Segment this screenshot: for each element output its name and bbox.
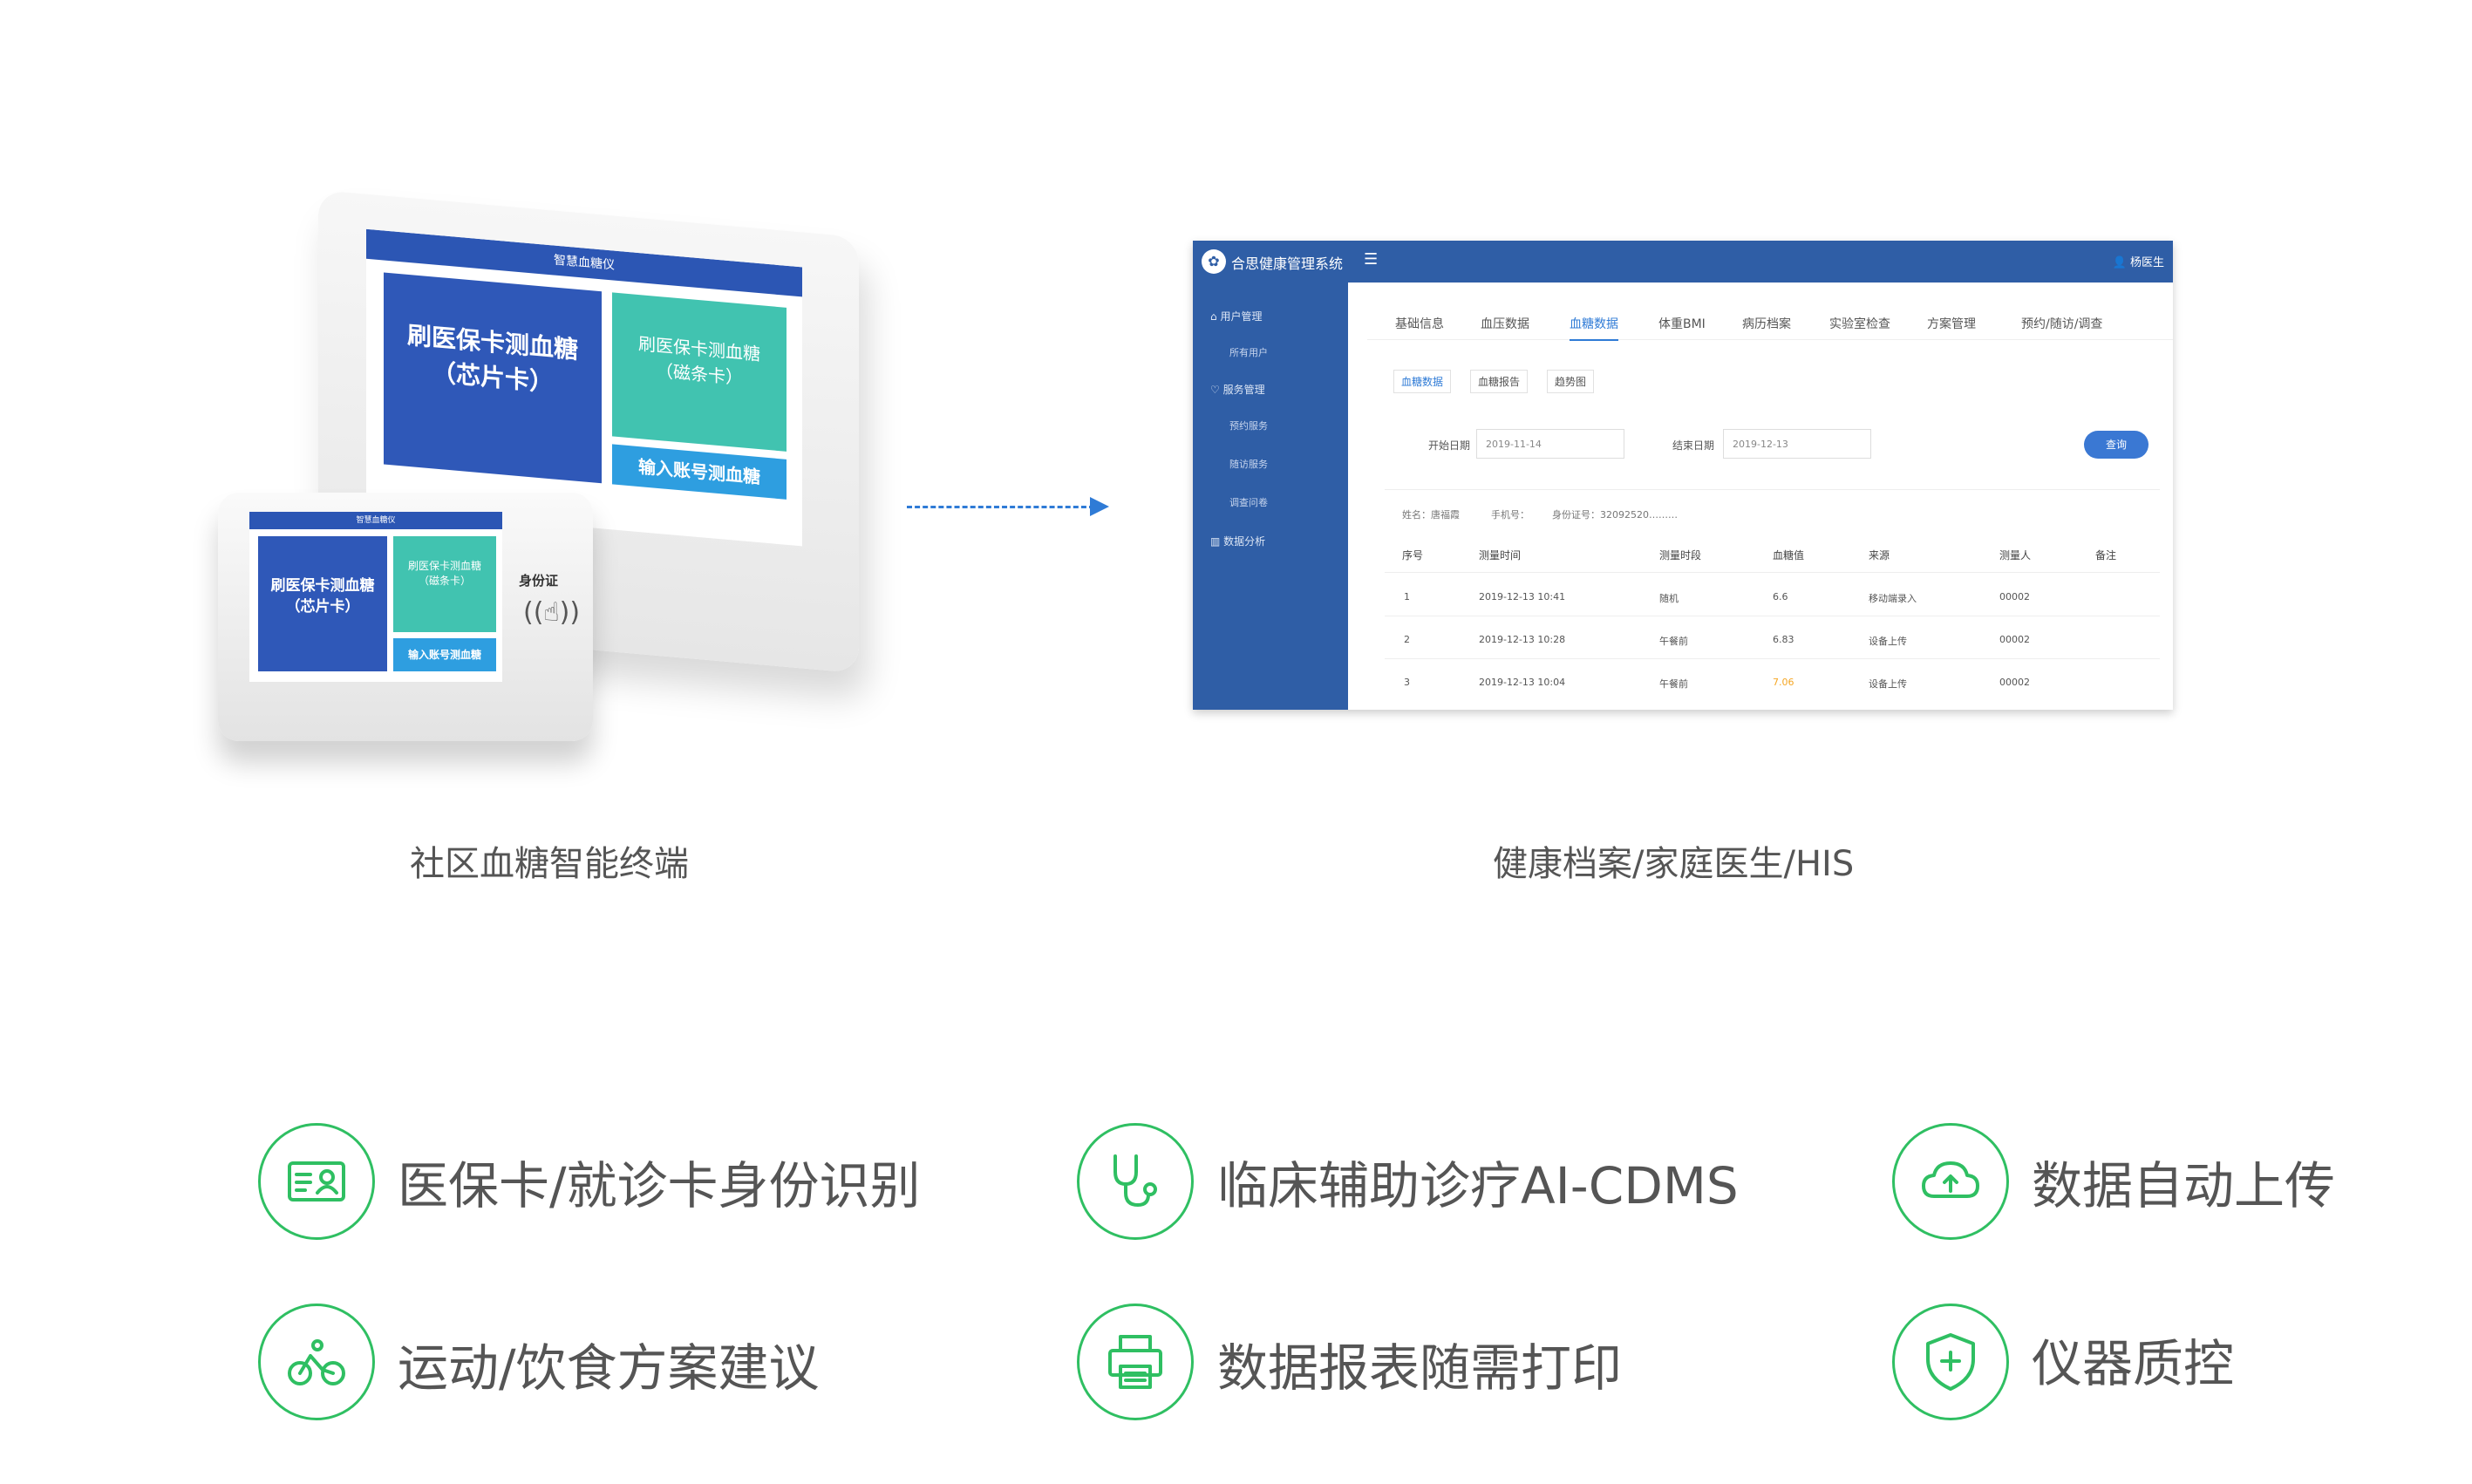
table-cell: 6.6 — [1773, 591, 1788, 602]
table-cell: 设备上传 — [1869, 636, 1907, 647]
table-cell: 午餐前 — [1659, 678, 1688, 690]
table-cell: 1 — [1404, 591, 1410, 602]
sidebar-label: 数据分析 — [1223, 535, 1266, 548]
sidebar-sub-all-users[interactable]: 所有用户 — [1229, 347, 1268, 358]
id-card-icon — [258, 1123, 375, 1240]
sidebar-sub-survey[interactable]: 调查问卷 — [1229, 497, 1268, 508]
table-cell: 6.83 — [1773, 634, 1794, 645]
table-cell: 移动端录入 — [1869, 593, 1917, 604]
sidebar-item-data-analysis[interactable]: ▥ 数据分析 — [1210, 535, 1266, 548]
app-logo-icon: ✿ — [1202, 249, 1226, 274]
table-cell-highlight: 7.06 — [1773, 677, 1794, 688]
menu-icon[interactable]: ☰ — [1364, 250, 1379, 269]
tab-blood-pressure[interactable]: 血压数据 — [1481, 317, 1529, 331]
col-header-period: 测量时段 — [1659, 549, 1702, 562]
end-date-label: 结束日期 — [1672, 439, 1715, 452]
col-header-time: 测量时间 — [1479, 549, 1522, 562]
id-card-label: 身份证 — [519, 573, 559, 589]
table-cell: 00002 — [1999, 677, 2030, 688]
tile-account: 输入账号测血糖 — [612, 444, 787, 500]
tab-blood-glucose[interactable]: 血糖数据 — [1570, 315, 1618, 341]
table-cell: 3 — [1404, 677, 1410, 688]
small-tile-mag-line2: （磁条卡） — [418, 575, 471, 587]
main-tabs: 基础信息 血压数据 血糖数据 体重BMI 病历档案 实验室检查 方案管理 预约/… — [1367, 315, 2173, 341]
sidebar-sub-appointment[interactable]: 预约服务 — [1229, 420, 1268, 432]
bicycle-icon — [258, 1304, 375, 1420]
flow-arrow-line — [907, 506, 1094, 508]
tab-plan-management[interactable]: 方案管理 — [1927, 317, 1976, 331]
his-header: ✿ 合思健康管理系统 ☰ 👤 杨医生 — [1193, 241, 2173, 283]
col-header-glucose: 血糖值 — [1773, 549, 1805, 562]
table-cell: 随机 — [1659, 593, 1679, 604]
app-title: 合思健康管理系统 — [1231, 255, 1344, 272]
table-cell: 2 — [1404, 634, 1410, 645]
small-screen-title: 智慧血糖仪 — [249, 512, 502, 529]
table-cell: 设备上传 — [1869, 678, 1907, 690]
divider — [1385, 572, 2160, 573]
subtab-glucose-data[interactable]: 血糖数据 — [1393, 370, 1452, 393]
query-button[interactable]: 查询 — [2084, 431, 2149, 459]
tab-weight-bmi[interactable]: 体重BMI — [1658, 317, 1706, 331]
table-cell: 00002 — [1999, 591, 2030, 602]
tile-magnetic-card: 刷医保卡测血糖 （磁条卡） — [612, 292, 787, 452]
subtab-trend-chart[interactable]: 趋势图 — [1547, 370, 1595, 393]
sidebar-sub-followup[interactable]: 随访服务 — [1229, 459, 1268, 470]
col-header-index: 序号 — [1402, 549, 1424, 562]
table-cell: 2019-12-13 10:04 — [1479, 677, 1566, 688]
col-header-source: 来源 — [1869, 549, 1890, 562]
start-date-label: 开始日期 — [1428, 439, 1471, 452]
stethoscope-icon — [1077, 1123, 1194, 1240]
tile-chip-card: 刷医保卡测血糖 （芯片卡） — [384, 272, 602, 484]
small-tile-chip-card: 刷医保卡测血糖 （芯片卡） — [258, 536, 387, 671]
small-tile-mag-line1: 刷医保卡测血糖 — [407, 560, 481, 572]
user-name: 杨医生 — [2129, 256, 2164, 269]
divider — [1385, 489, 2160, 490]
feature-label: 数据自动上传 — [2032, 1156, 2336, 1215]
arrow-right-icon — [1090, 497, 1109, 516]
tab-basic-info[interactable]: 基础信息 — [1395, 317, 1444, 331]
table-cell: 00002 — [1999, 634, 2030, 645]
tab-lab-tests[interactable]: 实验室检查 — [1829, 317, 1890, 331]
table-cell: 2019-12-13 10:28 — [1479, 634, 1566, 645]
patient-name: 姓名：唐福霞 — [1402, 509, 1460, 521]
feature-label: 医保卡/就诊卡身份识别 — [398, 1156, 921, 1215]
end-date-input[interactable]: 2019-12-13 — [1723, 429, 1871, 459]
feature-label: 仪器质控 — [2032, 1334, 2235, 1393]
feature-label: 数据报表随需打印 — [1217, 1338, 1623, 1398]
terminal-caption: 社区血糖智能终端 — [410, 844, 689, 884]
start-date-input[interactable]: 2019-11-14 — [1476, 429, 1624, 459]
user-icon: 👤 — [2112, 256, 2127, 269]
subtab-glucose-report[interactable]: 血糖报告 — [1470, 370, 1529, 393]
user-menu[interactable]: 👤 杨医生 — [2113, 253, 2164, 269]
divider — [1385, 658, 2160, 659]
sidebar-item-user-management[interactable]: ⌂ 用户管理 — [1210, 310, 1263, 323]
printer-icon — [1077, 1304, 1194, 1420]
small-tablet-terminal: 智慧血糖仪 刷医保卡测血糖 （芯片卡） 刷医保卡测血糖 （磁条卡） 输入账号测血… — [218, 493, 593, 741]
nfc-icon: ((☝)) — [523, 597, 581, 628]
tab-appointment-followup[interactable]: 预约/随访/调查 — [2021, 317, 2103, 331]
table-cell: 午餐前 — [1659, 636, 1688, 647]
table-cell: 2019-12-13 10:41 — [1479, 591, 1566, 602]
sidebar: ⌂ 用户管理 所有用户 ♡ 服务管理 预约服务 随访服务 调查问卷 ▥ 数据分析 — [1193, 283, 1348, 710]
patient-id: 身份证号：32092520……… — [1552, 509, 1678, 521]
feature-label: 运动/饮食方案建议 — [398, 1338, 820, 1398]
col-header-measurer: 测量人 — [1999, 549, 2032, 562]
tab-medical-records[interactable]: 病历档案 — [1742, 317, 1791, 331]
sidebar-item-service-management[interactable]: ♡ 服务管理 — [1210, 384, 1265, 396]
his-window: ✿ 合思健康管理系统 ☰ 👤 杨医生 ⌂ 用户管理 所有用户 ♡ 服务管理 预约… — [1193, 241, 2173, 710]
small-tile-chip-line2: （芯片卡） — [285, 598, 360, 616]
small-tile-account: 输入账号测血糖 — [393, 638, 496, 671]
small-tile-chip-line1: 刷医保卡测血糖 — [270, 577, 375, 595]
col-header-remark: 备注 — [2095, 549, 2117, 562]
sidebar-label: 用户管理 — [1220, 310, 1263, 323]
cloud-upload-icon — [1892, 1123, 2009, 1240]
small-tile-magnetic-card: 刷医保卡测血糖 （磁条卡） — [393, 536, 496, 632]
small-tablet-screen: 智慧血糖仪 刷医保卡测血糖 （芯片卡） 刷医保卡测血糖 （磁条卡） 输入账号测血… — [249, 512, 502, 682]
shield-plus-icon — [1892, 1304, 2009, 1420]
his-caption: 健康档案/家庭医生/HIS — [1493, 844, 1855, 884]
feature-label: 临床辅助诊疗AI-CDMS — [1217, 1156, 1739, 1215]
sidebar-label: 服务管理 — [1222, 384, 1265, 396]
patient-phone: 手机号： — [1491, 509, 1529, 521]
